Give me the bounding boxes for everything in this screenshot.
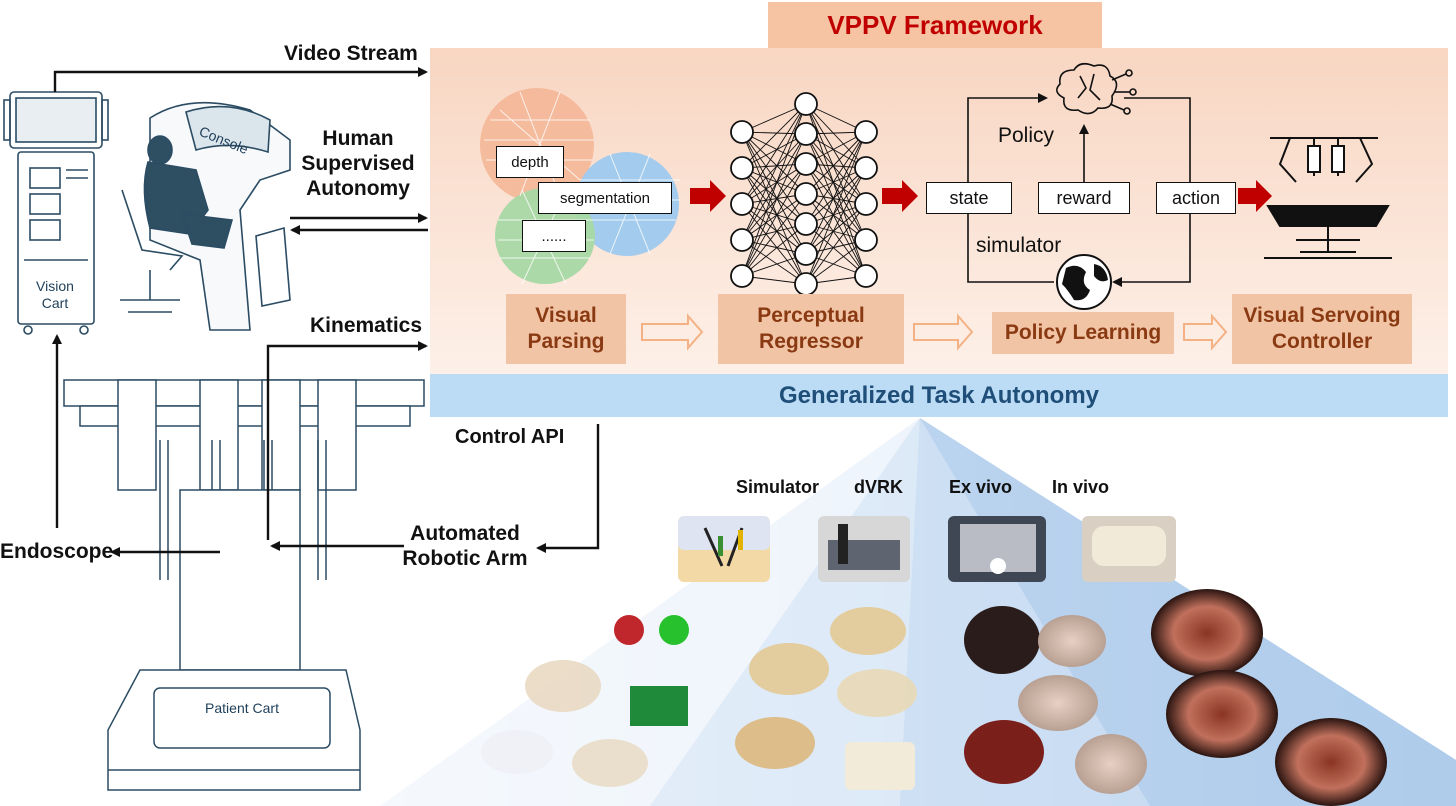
red-arrows: [690, 180, 1272, 212]
nn-edge: [805, 131, 867, 225]
nn-edge: [805, 167, 867, 285]
nn-edge: [805, 167, 867, 255]
nn-edge: [805, 193, 867, 241]
nn-edge: [805, 239, 867, 285]
nn-edge: [741, 131, 807, 225]
nn-edge: [805, 203, 867, 255]
autonomy-banner-bg: [430, 374, 1448, 417]
nn-node: [794, 272, 818, 296]
kinematics-label: Kinematics: [310, 314, 423, 337]
human-supervised-autonomy-label: Human Supervised Autonomy: [301, 127, 415, 201]
nn-node: [794, 242, 818, 266]
nn-edge: [741, 167, 807, 225]
nn-edge: [741, 223, 807, 277]
nn-edge: [805, 163, 867, 205]
nn-edge: [741, 103, 807, 241]
nn-node: [854, 264, 878, 288]
vision-cart-art: [3, 91, 109, 335]
state-box: state: [926, 182, 1012, 214]
segmentation-tag: segmentation: [538, 182, 672, 214]
nn-edge: [805, 167, 867, 225]
nn-node: [730, 120, 754, 144]
nn-edge: [741, 163, 807, 241]
stage-visual-parsing: Visual Parsing: [506, 294, 626, 364]
nn-edge: [741, 131, 807, 255]
globe-icon: [1056, 254, 1112, 310]
nn-edge: [741, 203, 807, 255]
stage-perceptual-regressor: Perceptual Regressor: [718, 294, 904, 364]
nn-node: [794, 92, 818, 116]
more-tag: ......: [522, 220, 586, 252]
nn-edge: [805, 131, 867, 195]
nn-edge: [741, 103, 807, 169]
video-stream-label: Video Stream: [284, 42, 418, 65]
autonomy-banner: Generalized Task Autonomy: [778, 381, 1100, 409]
reward-box: reward: [1038, 182, 1130, 214]
nn-edge: [741, 131, 807, 195]
nn-node: [854, 228, 878, 252]
nn-edge: [741, 163, 807, 277]
nn-node: [730, 264, 754, 288]
nn-edge: [805, 133, 867, 241]
input-arrows: [52, 67, 600, 557]
stage-policy-learning: Policy Learning: [992, 312, 1174, 354]
control-api-label: Control API: [455, 426, 565, 448]
nn-node: [854, 192, 878, 216]
nn-edge: [805, 193, 867, 277]
vision-cart-label: Vision Cart: [36, 278, 74, 311]
nn-edge: [741, 193, 807, 277]
patient-cart-label: Patient Cart: [205, 700, 279, 716]
nn-node: [794, 182, 818, 206]
nn-node: [794, 122, 818, 146]
nn-edge: [741, 133, 807, 241]
nn-node: [730, 228, 754, 252]
pyramid-task-images: [481, 589, 1387, 806]
simulator-label: simulator: [976, 234, 1062, 257]
nn-node: [730, 192, 754, 216]
stage-visual-servoing-controller: Visual Servoing Controller: [1232, 294, 1412, 364]
console-art: [120, 101, 291, 331]
endoscope-label: Endoscope: [0, 540, 114, 563]
nn-node: [854, 156, 878, 180]
platform-ex-vivo-label: Ex vivo: [949, 477, 1013, 497]
platform-simulator-label: Simulator: [736, 477, 820, 497]
framework-title: VPPV Framework: [768, 2, 1102, 48]
nn-edge: [741, 133, 807, 169]
nn-edge: [741, 163, 807, 205]
nn-node: [794, 212, 818, 236]
platform-dvrk-label: dVRK: [854, 477, 903, 497]
depth-tag: depth: [496, 146, 564, 178]
platform-in-vivo-label: In vivo: [1052, 477, 1110, 497]
stage-arrows: [641, 313, 1228, 351]
platform-thumbnails: [678, 516, 1176, 582]
nn-edge: [805, 133, 867, 205]
nn-node: [854, 120, 878, 144]
nn-edge: [741, 167, 807, 255]
policy-label: Policy: [998, 124, 1055, 147]
nn-edge: [741, 133, 807, 205]
brain-icon: [1056, 62, 1137, 115]
nn-edge: [805, 163, 867, 241]
nn-edge: [741, 133, 807, 277]
neural-nodes: [730, 92, 878, 296]
nn-edge: [805, 163, 867, 277]
nn-edge: [805, 131, 867, 255]
nn-edge: [741, 103, 807, 205]
nn-node: [794, 152, 818, 176]
patient-cart-art: [63, 379, 425, 791]
nn-edge: [805, 203, 867, 285]
automated-robotic-arm-label: Automated Robotic Arm: [402, 522, 528, 571]
nn-edge: [741, 193, 807, 241]
action-box: action: [1156, 182, 1236, 214]
rl-loop-lines: [967, 93, 1191, 287]
robot-controller-art: [1264, 137, 1392, 259]
nn-node: [730, 156, 754, 180]
